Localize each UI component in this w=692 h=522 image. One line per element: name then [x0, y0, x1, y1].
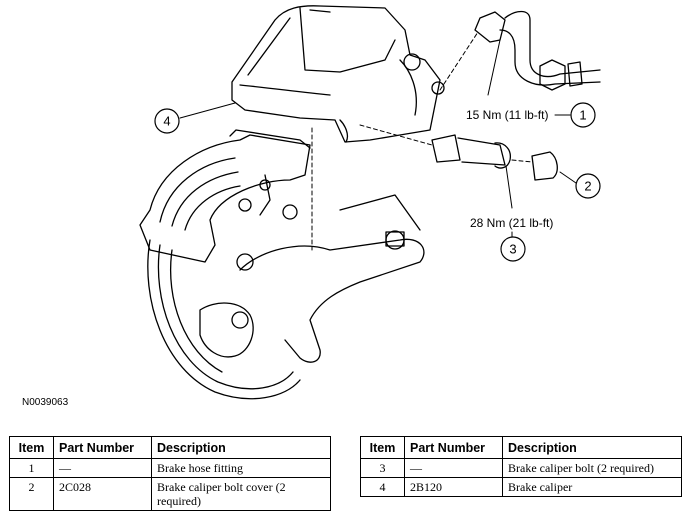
brake-pads-drawing [139, 129, 311, 271]
brake-rotor-drawing [147, 239, 301, 400]
table-header-row: Item Part Number Description [360, 436, 682, 459]
row-part-number: — [404, 458, 503, 478]
callout-3: 3 [500, 236, 526, 262]
row-item: 1 [9, 458, 54, 478]
row-part-number: 2B120 [404, 477, 503, 497]
caliper-bolt-drawing [431, 134, 558, 181]
callout-4: 4 [154, 108, 180, 134]
row-description: Brake caliper bolt cover (2 required) [151, 477, 331, 511]
callout-1-number: 1 [579, 108, 586, 123]
callout-3-torque: 28 Nm (21 lb-ft) [470, 216, 553, 230]
row-description: Brake caliper bolt (2 required) [502, 458, 682, 478]
table-row: 1 — Brake hose fitting [9, 458, 331, 478]
brake-hose-drawing [474, 10, 601, 91]
callout-2: 2 [575, 173, 601, 199]
row-item: 4 [360, 477, 405, 497]
parts-table-right: Item Part Number Description 3 — Brake c… [360, 436, 682, 497]
callout-1-torque: 15 Nm (11 lb-ft) [466, 108, 548, 122]
header-item: Item [360, 436, 405, 459]
row-description: Brake caliper [502, 477, 682, 497]
parts-table-left: Item Part Number Description 1 — Brake h… [9, 436, 331, 511]
callout-3-number: 3 [509, 242, 516, 257]
table-row: 2 2C028 Brake caliper bolt cover (2 requ… [9, 477, 331, 511]
header-description: Description [151, 436, 331, 459]
brake-caliper-illustration: 1 15 Nm (11 lb-ft) 2 28 Nm (21 lb-ft) 3 … [139, 5, 601, 400]
header-item: Item [9, 436, 54, 459]
row-item: 2 [9, 477, 54, 511]
callout-4-number: 4 [163, 114, 170, 129]
header-part-number: Part Number [404, 436, 503, 459]
caliper-body-drawing [231, 5, 445, 143]
figure-id: N0039063 [22, 397, 69, 408]
table-header-row: Item Part Number Description [9, 436, 331, 459]
callout-1: 1 [570, 102, 596, 128]
table-row: 3 — Brake caliper bolt (2 required) [360, 458, 682, 478]
header-part-number: Part Number [53, 436, 152, 459]
row-part-number: 2C028 [53, 477, 152, 511]
table-row: 4 2B120 Brake caliper [360, 477, 682, 497]
steering-knuckle-drawing [199, 194, 425, 363]
header-description: Description [502, 436, 682, 459]
row-item: 3 [360, 458, 405, 478]
callout-2-number: 2 [584, 179, 591, 194]
row-part-number: — [53, 458, 152, 478]
row-description: Brake hose fitting [151, 458, 331, 478]
